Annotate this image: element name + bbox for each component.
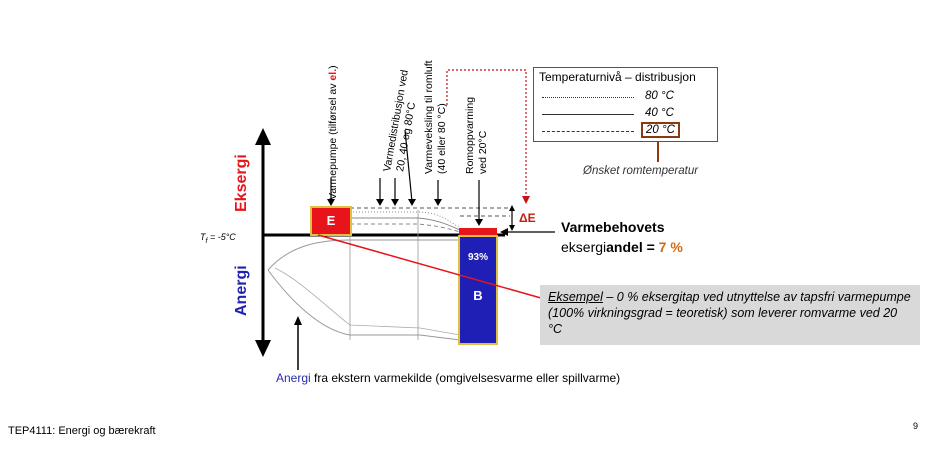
b-column-top <box>459 228 497 236</box>
label-varmeveksling-2: (40 eller 80 °C) <box>436 103 448 174</box>
anergi-funnel-inner <box>274 267 461 336</box>
varmebehov-text: Varmebehovets eksergiandel = 7 % <box>561 217 683 257</box>
bottom-label: Anergi fra ekstern varmekilde (omgivelse… <box>276 371 620 385</box>
b-label: B <box>473 288 482 303</box>
legend-connector-head <box>522 196 530 204</box>
legend-line-solid <box>542 114 634 115</box>
arrow-veksling-head <box>434 199 442 206</box>
note-prefix: Eksempel <box>548 290 603 304</box>
legend-row-80: 80 °C <box>542 90 712 104</box>
arrow-romoppvarming-head <box>475 219 483 226</box>
delta-e-arrow-down <box>509 225 515 231</box>
legend-line-dotted <box>542 97 634 98</box>
e-box <box>310 206 352 236</box>
legend-title: Temperaturnivå – distribusjon <box>539 70 696 84</box>
arrow-distrib-2-head <box>391 199 399 206</box>
legend-label-80: 80 °C <box>645 90 674 102</box>
eksergi-label: Eksergi <box>233 154 250 212</box>
tf-label: Tf = -5°C <box>200 232 236 245</box>
arrow-varmepumpe-head <box>327 199 335 206</box>
bottom-label-blue: Anergi <box>276 371 311 385</box>
arrow-distrib-3 <box>404 129 413 203</box>
arrow-distrib-1-head <box>376 199 384 206</box>
arrow-distrib-3-head <box>408 199 416 206</box>
legend-line-dashed <box>542 131 634 132</box>
delta-e-arrow-up <box>509 205 515 211</box>
axis-arrow-down <box>255 340 271 357</box>
legend-label-40: 40 °C <box>645 107 674 119</box>
bottom-arrow-head <box>294 316 302 325</box>
page-number: 9 <box>913 421 919 431</box>
legend-connector <box>446 69 527 200</box>
delta-e-label: ΔE <box>519 211 536 225</box>
e-box-label: E <box>327 213 336 228</box>
curve-20 <box>350 223 461 233</box>
legend-caption: Ønsket romtemperatur <box>583 165 699 177</box>
example-connector <box>317 234 549 301</box>
legend-label-20: 20 °C <box>641 122 680 138</box>
curve-40 <box>350 217 461 231</box>
legend-row-40: 40 °C <box>542 107 712 121</box>
label-varmeveksling-1: Varmeveksling til romluft <box>423 60 435 174</box>
temperature-legend: Temperaturnivå – distribusjon 80 °C 40 °… <box>533 67 718 142</box>
label-varmepumpe: Varmepumpe (tilførsel av el.) <box>327 65 339 200</box>
legend-row-20: 20 °C <box>542 122 712 138</box>
example-note: Eksempel – 0 % eksergitap ved utnyttelse… <box>540 285 920 345</box>
anergi-label: Anergi <box>233 265 250 316</box>
varmebehov-line2: eksergiandel = 7 % <box>561 239 683 255</box>
varmebehov-line1: Varmebehovets <box>561 219 665 235</box>
b-column <box>458 235 498 345</box>
label-romoppvarming-2: ved 20°C <box>477 130 489 174</box>
note-text: – 0 % eksergitap ved utnyttelse av tapsf… <box>548 290 911 336</box>
label-romoppvarming-1: Romoppvarming <box>464 97 476 174</box>
bottom-label-rest: fra ekstern varmekilde (omgivelsesvarme … <box>310 371 621 385</box>
footer-course: TEP4111: Energi og bærekraft <box>8 425 156 437</box>
curve-80 <box>350 211 461 229</box>
axis-arrow-up <box>255 128 271 145</box>
b-pct-label: 93% <box>468 252 488 263</box>
varmebehov-pointer-head <box>500 228 508 236</box>
